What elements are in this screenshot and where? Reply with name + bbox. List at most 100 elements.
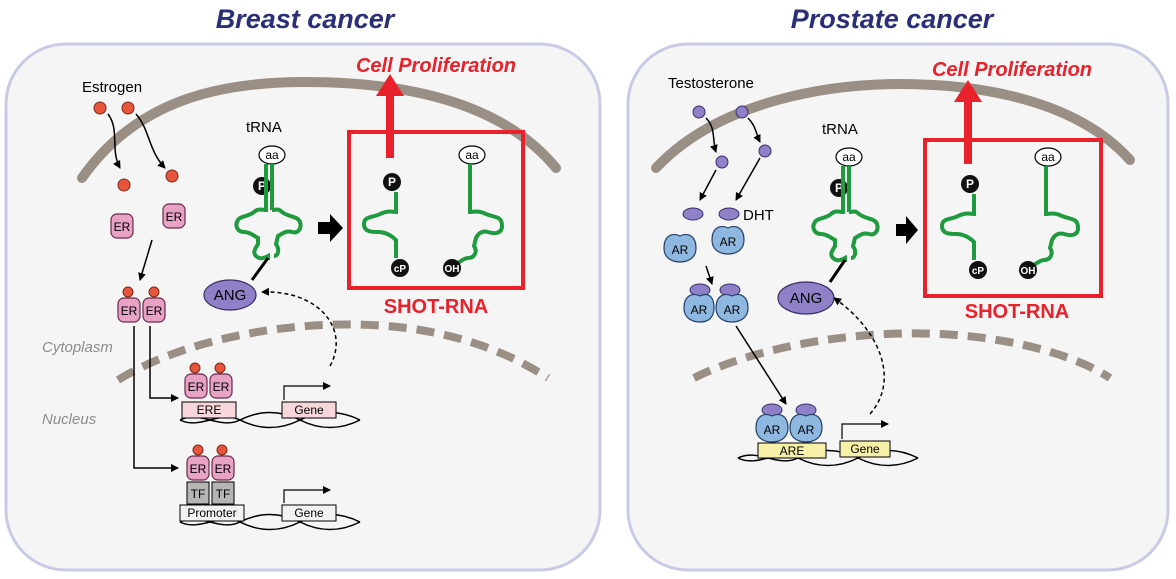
transcription-arrow <box>283 486 331 503</box>
ar-arrow <box>705 265 714 285</box>
oh-badge <box>1019 261 1037 279</box>
er-label: ER <box>114 220 131 234</box>
testosterone-arrow <box>747 117 761 143</box>
shot-half-5p <box>939 194 976 260</box>
er-bound-estrogen <box>148 286 160 298</box>
er-label: ER <box>213 380 230 394</box>
p-label: P <box>258 179 266 193</box>
ere-box <box>181 401 237 419</box>
er-bound-estrogen <box>214 362 226 374</box>
ang-label: ANG <box>214 287 247 304</box>
cp-label: cP <box>394 264 407 275</box>
ar-nucleus-arrow <box>735 325 787 405</box>
gene-box <box>281 401 337 419</box>
cleavage-arrow <box>896 216 918 244</box>
er-receptor <box>110 213 134 239</box>
ar-dimer-left <box>683 293 715 323</box>
ar-receptor <box>663 233 697 263</box>
er-label: ER <box>190 462 207 476</box>
er-receptor <box>162 203 186 229</box>
breast-nuclear-membrane <box>115 320 551 384</box>
p-label: P <box>835 181 843 195</box>
tf-label: TF <box>216 487 231 501</box>
gene-label: Gene <box>294 403 324 417</box>
er-bound-estrogen <box>122 286 134 298</box>
dht-label: DHT <box>743 207 774 224</box>
dht-arrow <box>699 169 717 201</box>
transcription-arrow <box>841 420 889 439</box>
testosterone-arrow <box>705 117 718 153</box>
er-nucleus-arrow <box>149 326 179 402</box>
phosphate-badge <box>961 175 979 193</box>
er-arrow <box>138 239 153 281</box>
breast-shot-rna-label: SHOT-RNA <box>384 296 488 318</box>
ang-protein <box>203 279 257 311</box>
shot-half-5p <box>361 192 398 258</box>
promoter-label: Promoter <box>187 506 236 520</box>
estrogen-molecule <box>93 101 107 115</box>
shot-half-3p <box>455 164 505 266</box>
p-label: P <box>966 177 974 191</box>
aa-label: aa <box>842 150 856 164</box>
dht-molecule <box>682 207 704 221</box>
breast-estrogen-label: Estrogen <box>82 79 142 96</box>
are-box <box>757 442 827 459</box>
prostate-cell-proliferation: Cell Proliferation <box>932 59 1092 81</box>
estrogen-arrow <box>107 113 121 169</box>
breast-title: Breast cancer <box>216 4 396 34</box>
breast-prolif-stem <box>386 88 394 158</box>
prostate-trna-label: tRNA <box>822 121 858 138</box>
breast-cell-outline <box>4 42 602 572</box>
er-bound-estrogen <box>192 444 204 456</box>
testosterone-molecule <box>758 144 772 158</box>
cp-badge <box>391 259 409 277</box>
er-label: ER <box>146 304 163 318</box>
gene-box <box>281 504 337 522</box>
er-on-ere <box>209 373 233 399</box>
er-bound-estrogen <box>189 362 201 374</box>
prostate-panel: Prostate cancer Testosterone DHT AR AR A… <box>626 4 1170 572</box>
promoter-box <box>179 504 245 522</box>
er-on-tf <box>211 455 235 481</box>
breast-membrane <box>77 76 561 183</box>
ang-induction-arrow <box>833 297 885 415</box>
oh-label: OH <box>1021 266 1036 277</box>
prostate-shot-rna-box <box>923 138 1103 298</box>
ar-label: AR <box>798 423 815 437</box>
ang-label: ANG <box>790 290 823 307</box>
are-label: ARE <box>780 444 805 458</box>
ar-label: AR <box>691 303 708 317</box>
cp-label: cP <box>972 266 985 277</box>
breast-trna-label: tRNA <box>246 119 282 136</box>
ar-receptor <box>711 225 745 255</box>
estrogen-arrow <box>135 113 166 169</box>
ar-label: AR <box>764 423 781 437</box>
er-nucleus-arrow <box>133 326 179 472</box>
dht-molecule <box>718 207 740 221</box>
shot-half-3p <box>1031 166 1081 268</box>
ar-label: AR <box>672 243 689 257</box>
testosterone-molecule <box>692 105 706 119</box>
prostate-nuclear-membrane <box>692 329 1113 382</box>
estrogen-molecule <box>121 101 135 115</box>
gene-box <box>839 440 891 458</box>
er-label: ER <box>215 462 232 476</box>
prostate-title: Prostate cancer <box>791 4 995 34</box>
estrogen-molecule <box>117 178 131 192</box>
breast-prolif-arrowhead <box>376 74 404 96</box>
tf-label: TF <box>191 487 206 501</box>
cp-badge <box>969 261 987 279</box>
gene-label: Gene <box>850 442 880 456</box>
prostate-shot-rna-label: SHOT-RNA <box>965 301 1069 323</box>
p-label: P <box>388 175 396 189</box>
prostate-prolif-stem <box>964 94 972 164</box>
er-label: ER <box>121 304 138 318</box>
prostate-membrane <box>651 78 1135 173</box>
ar-label: AR <box>720 235 737 249</box>
ang-cleave-line <box>828 259 847 283</box>
testosterone-molecule <box>715 155 729 169</box>
dht-arrow <box>735 157 761 201</box>
testosterone-molecule <box>735 105 749 119</box>
aa-label: aa <box>265 148 279 162</box>
